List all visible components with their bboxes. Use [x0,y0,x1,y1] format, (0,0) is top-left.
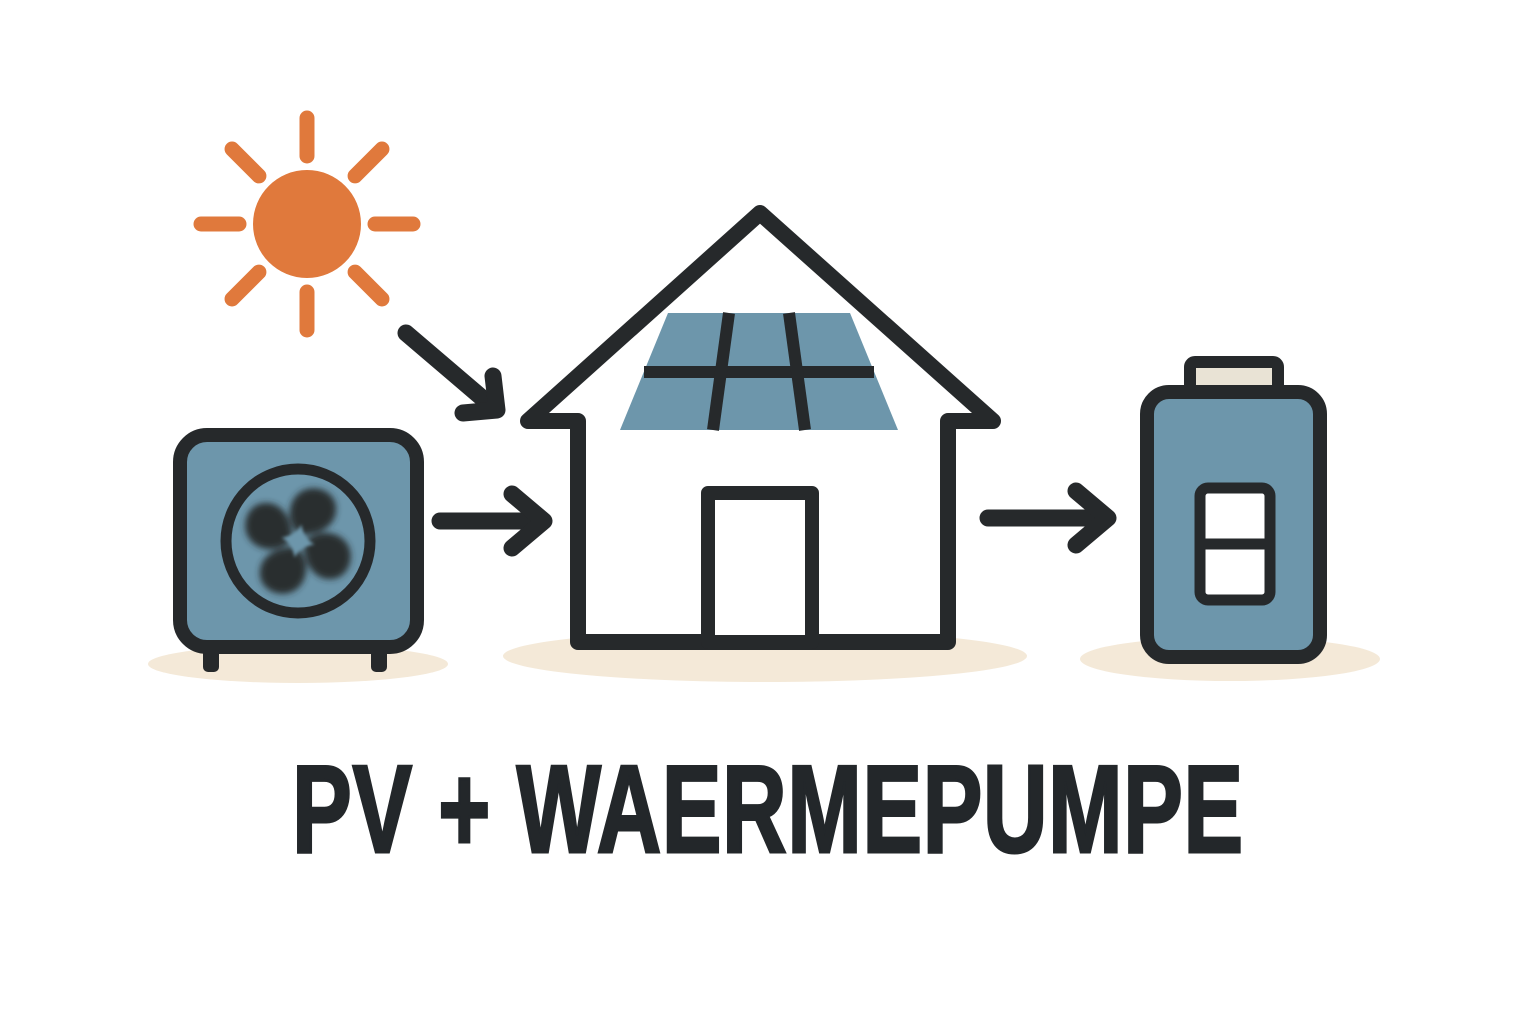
caption-title: PV + WAERMEPUMPE [291,741,1244,879]
sun-to-house-arrow-icon [397,324,506,422]
heat-pump-to-house-arrow-icon [431,485,553,557]
sun-core [253,170,361,278]
fan-hub-star [281,524,315,558]
solar-panel-icon [620,312,898,431]
battery-level-icon [1194,482,1276,606]
battery-icon [1140,356,1327,664]
sun-icon [193,110,421,338]
sun-rays [193,110,421,338]
door-icon [701,486,819,649]
fan-icon [245,488,351,594]
house-icon [520,205,1001,650]
heat-pump-icon [173,428,424,672]
solar-panel-grid [644,312,874,431]
house-to-battery-arrow-icon [979,482,1117,554]
fan-ring [220,463,376,619]
